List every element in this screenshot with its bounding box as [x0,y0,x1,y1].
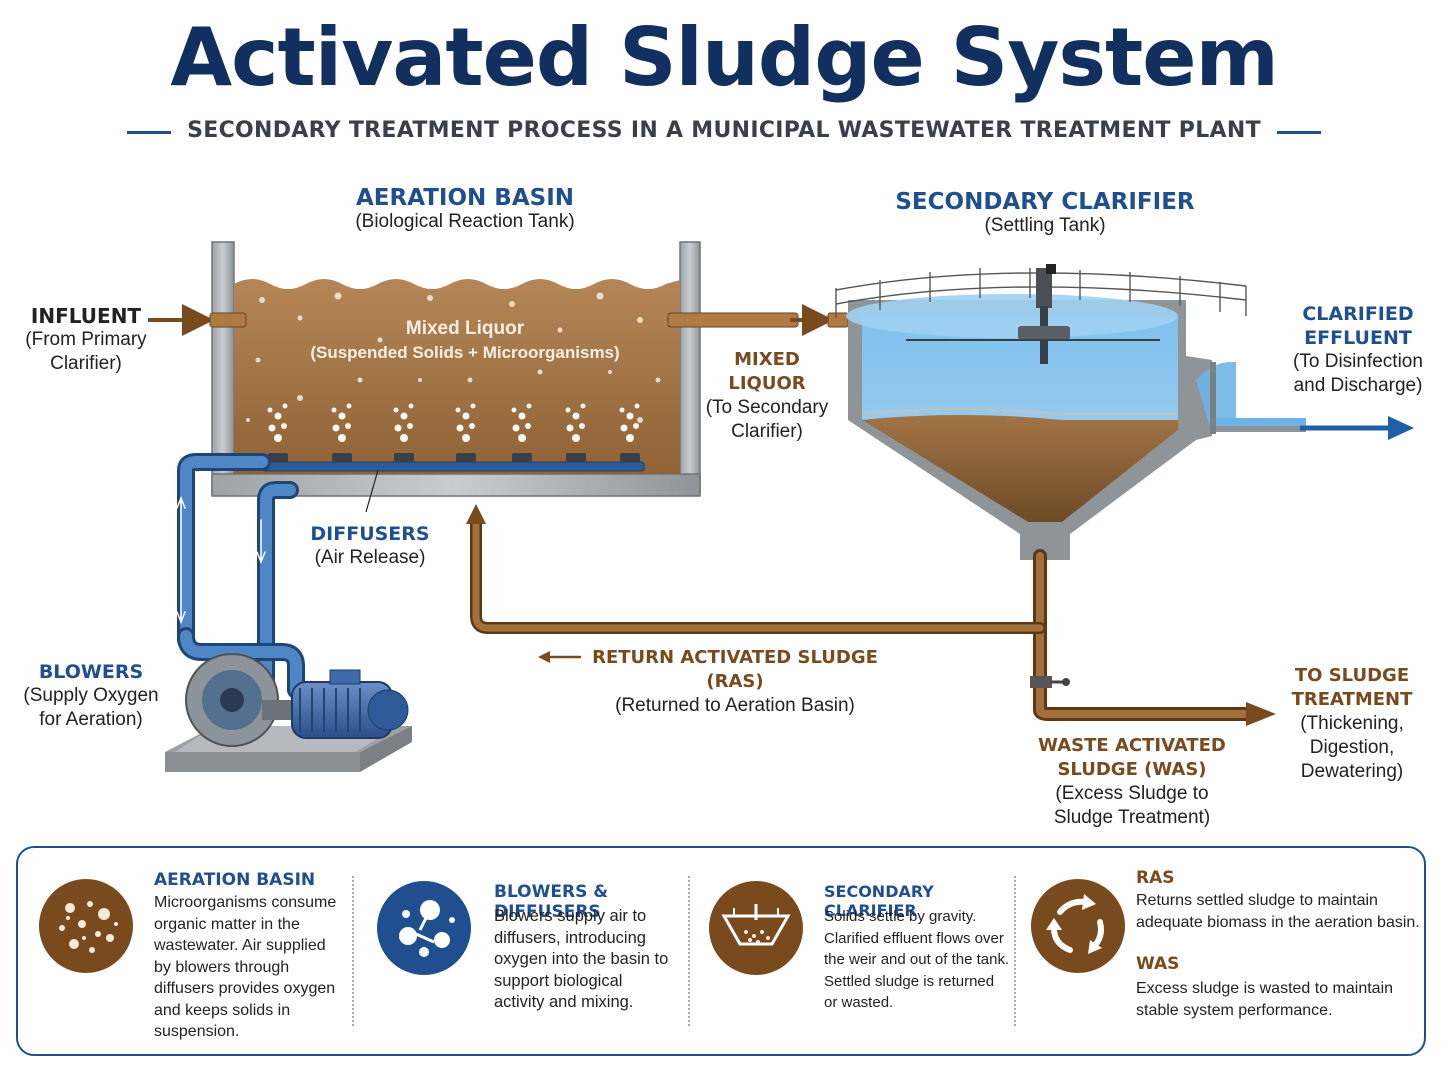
recycle-arrows-icon [1031,879,1125,973]
sludge-particles-icon [39,879,133,973]
influent-label: INFLUENT (From Primary Clarifier) [25,304,147,374]
diffuser-header-pipe [261,461,645,472]
ras-label: RETURN ACTIVATED SLUDGE (RAS) (Returned … [592,647,878,716]
subtitle-rule-right [1276,131,1321,135]
sludge-return-piping [466,504,1276,726]
settling-tank-icon [709,881,803,975]
mixed-liquor-pipe [667,304,849,336]
page-title: Activated Sludge System [170,11,1279,104]
diffuser-plumes [267,403,640,442]
blower-unit [165,653,412,772]
mixed-liquor-inside-label: Mixed Liquor (Suspended Solids + Microor… [310,318,620,362]
clarified-effluent-label: CLARIFIED EFFLUENT (To Disinfection and … [1293,303,1423,396]
clarifier-railing [835,268,1247,318]
influent-inlet [148,304,247,336]
secondary-clarifier [835,264,1306,560]
subtitle-row: SECONDARY TREATMENT PROCESS IN A MUNICIP… [0,118,1448,143]
diffusers-label: DIFFUSERS (Air Release) [310,523,430,568]
diffuser-leader-line [365,469,379,513]
sludge-treatment-label: TO SLUDGE TREATMENT (Thickening, Digesti… [1291,665,1413,782]
air-supply-pipes [176,453,305,709]
legend-item-secondary-clarifier: SECONDARY CLARIFIER Solids settle by gra… [694,848,1014,1054]
air-bubbles-icon [377,881,471,975]
aeration-basin-label: AERATION BASIN (Biological Reaction Tank… [355,185,575,232]
subtitle-rule-left [127,131,172,135]
blowers-label: BLOWERS (Supply Oxygen for Aeration) [23,661,159,730]
effluent-arrow [1300,416,1414,440]
mixed-liquor-body [234,279,680,474]
settled-sludge [862,415,1178,522]
secondary-clarifier-label: SECONDARY CLARIFIER (Settling Tank) [895,189,1195,236]
sludge-bubbles [246,292,661,423]
legend-divider [1014,876,1016,1026]
process-diagram [148,241,1414,772]
legend-divider [352,876,354,1026]
aeration-basin [211,241,701,513]
diffuser-heads [268,453,640,462]
legend-item-blowers-diffusers: BLOWERS & DIFFUSERS Blowers supply air t… [358,848,688,1054]
was-label: WASTE ACTIVATED SLUDGE (WAS) (Excess Slu… [1038,735,1226,828]
mixed-liquor-out-label: MIXED LIQUOR (To Secondary Clarifier) [705,349,829,442]
legend-divider [688,876,690,1026]
page-subtitle: SECONDARY TREATMENT PROCESS IN A MUNICIP… [187,118,1261,143]
